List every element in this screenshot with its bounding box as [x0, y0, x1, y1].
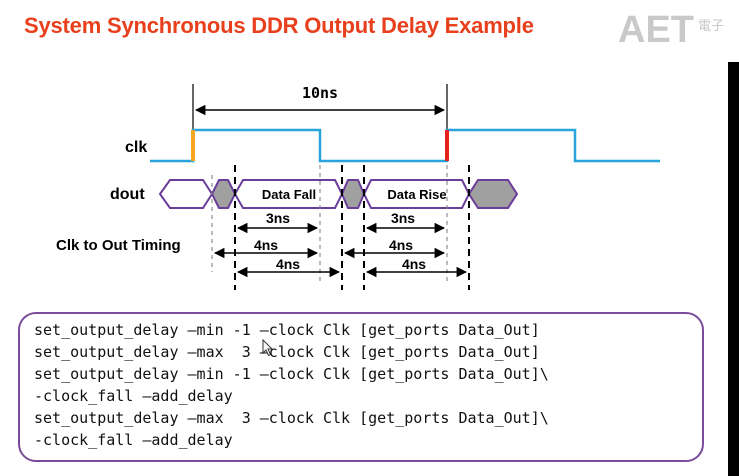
- interval-label: 3ns: [391, 210, 415, 226]
- code-line: set_output_delay –max 3 –clock Clk [get_…: [34, 343, 540, 361]
- data-rise-label: Data Rise: [387, 187, 446, 202]
- dout-segment-0: [158, 179, 214, 209]
- data-fall-label: Data Fall: [262, 187, 316, 202]
- code-line: -clock_fall –add_delay: [34, 387, 233, 405]
- thin-dashed-markers: [211, 165, 448, 282]
- interval-label: 4ns: [276, 256, 300, 272]
- clk-to-out-label: Clk to Out Timing: [56, 237, 181, 254]
- code-line: set_output_delay –min -1 –clock Clk [get…: [34, 365, 549, 383]
- code-line: set_output_delay –max 3 –clock Clk [get_…: [34, 409, 549, 427]
- sdc-code-box: set_output_delay –min -1 –clock Clk [get…: [18, 312, 704, 462]
- dout-transition-2: [467, 179, 519, 209]
- clk-waveform: [150, 128, 660, 163]
- code-line: -clock_fall –add_delay: [34, 431, 233, 449]
- period-label: 10ns: [302, 84, 338, 102]
- dout-transition-1: [340, 179, 366, 209]
- interval-label: 4ns: [254, 237, 278, 253]
- interval-label: 3ns: [266, 210, 290, 226]
- interval-arrows: [213, 222, 468, 278]
- code-line: set_output_delay –min -1 –clock Clk [get…: [34, 321, 540, 339]
- dout-transition-0: [210, 179, 237, 209]
- slide-title: System Synchronous DDR Output Delay Exam…: [24, 13, 534, 38]
- thick-dashed-markers: [234, 165, 470, 290]
- interval-label: 4ns: [402, 256, 426, 272]
- aet-logo: AET 電子: [618, 9, 724, 50]
- mouse-pointer-icon: [262, 339, 274, 357]
- logo-suffix: 電子: [698, 19, 724, 34]
- clk-label: clk: [125, 139, 147, 156]
- interval-label: 4ns: [389, 237, 413, 253]
- dout-bus: [158, 179, 519, 209]
- window-edge-bar: [728, 62, 739, 476]
- dout-label: dout: [110, 186, 145, 203]
- logo-text: AET: [618, 9, 694, 50]
